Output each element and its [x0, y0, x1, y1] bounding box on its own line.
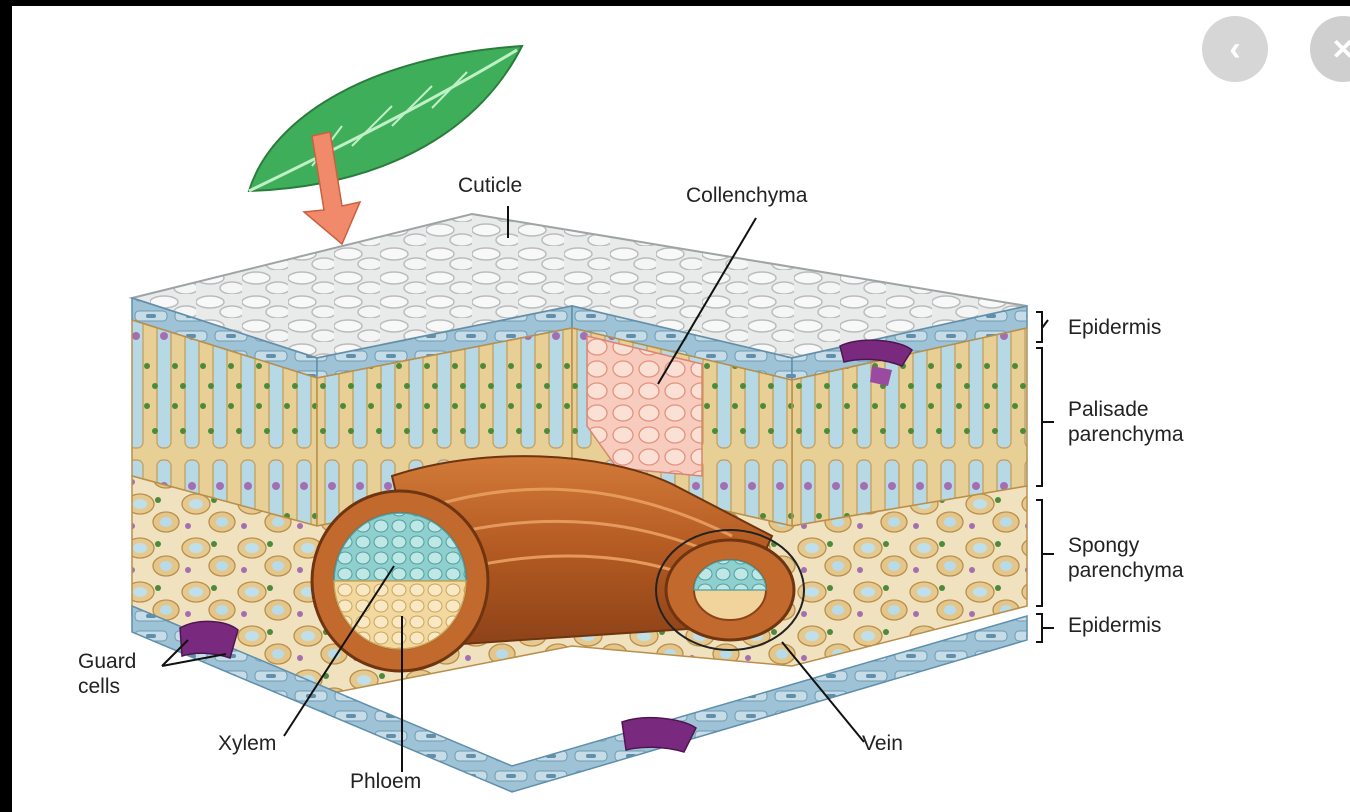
- leaf-icon: [249, 46, 522, 191]
- image-viewer: ‹ ✕ Cuticle Collenchyma Epidermis Palisa…: [12, 6, 1350, 812]
- label-xylem: Xylem: [218, 732, 276, 757]
- label-guard-line2: cells: [78, 675, 136, 700]
- close-icon: ✕: [1331, 33, 1350, 66]
- label-vein: Vein: [862, 732, 903, 757]
- label-spongy: Spongy parenchyma: [1068, 534, 1184, 584]
- label-epidermis-top: Epidermis: [1068, 316, 1161, 341]
- label-palisade-line1: Palisade: [1068, 398, 1184, 423]
- label-palisade-line2: parenchyma: [1068, 423, 1184, 448]
- label-spongy-line1: Spongy: [1068, 534, 1184, 559]
- label-spongy-line2: parenchyma: [1068, 559, 1184, 584]
- label-guard-cells: Guard cells: [78, 650, 136, 700]
- label-epidermis-bottom: Epidermis: [1068, 614, 1161, 639]
- chevron-left-icon: ‹: [1229, 30, 1240, 69]
- label-cuticle: Cuticle: [458, 174, 522, 199]
- label-palisade: Palisade parenchyma: [1068, 398, 1184, 448]
- label-collenchyma: Collenchyma: [686, 184, 807, 209]
- label-guard-line1: Guard: [78, 650, 136, 675]
- label-phloem: Phloem: [350, 770, 421, 795]
- previous-button[interactable]: ‹: [1202, 16, 1268, 82]
